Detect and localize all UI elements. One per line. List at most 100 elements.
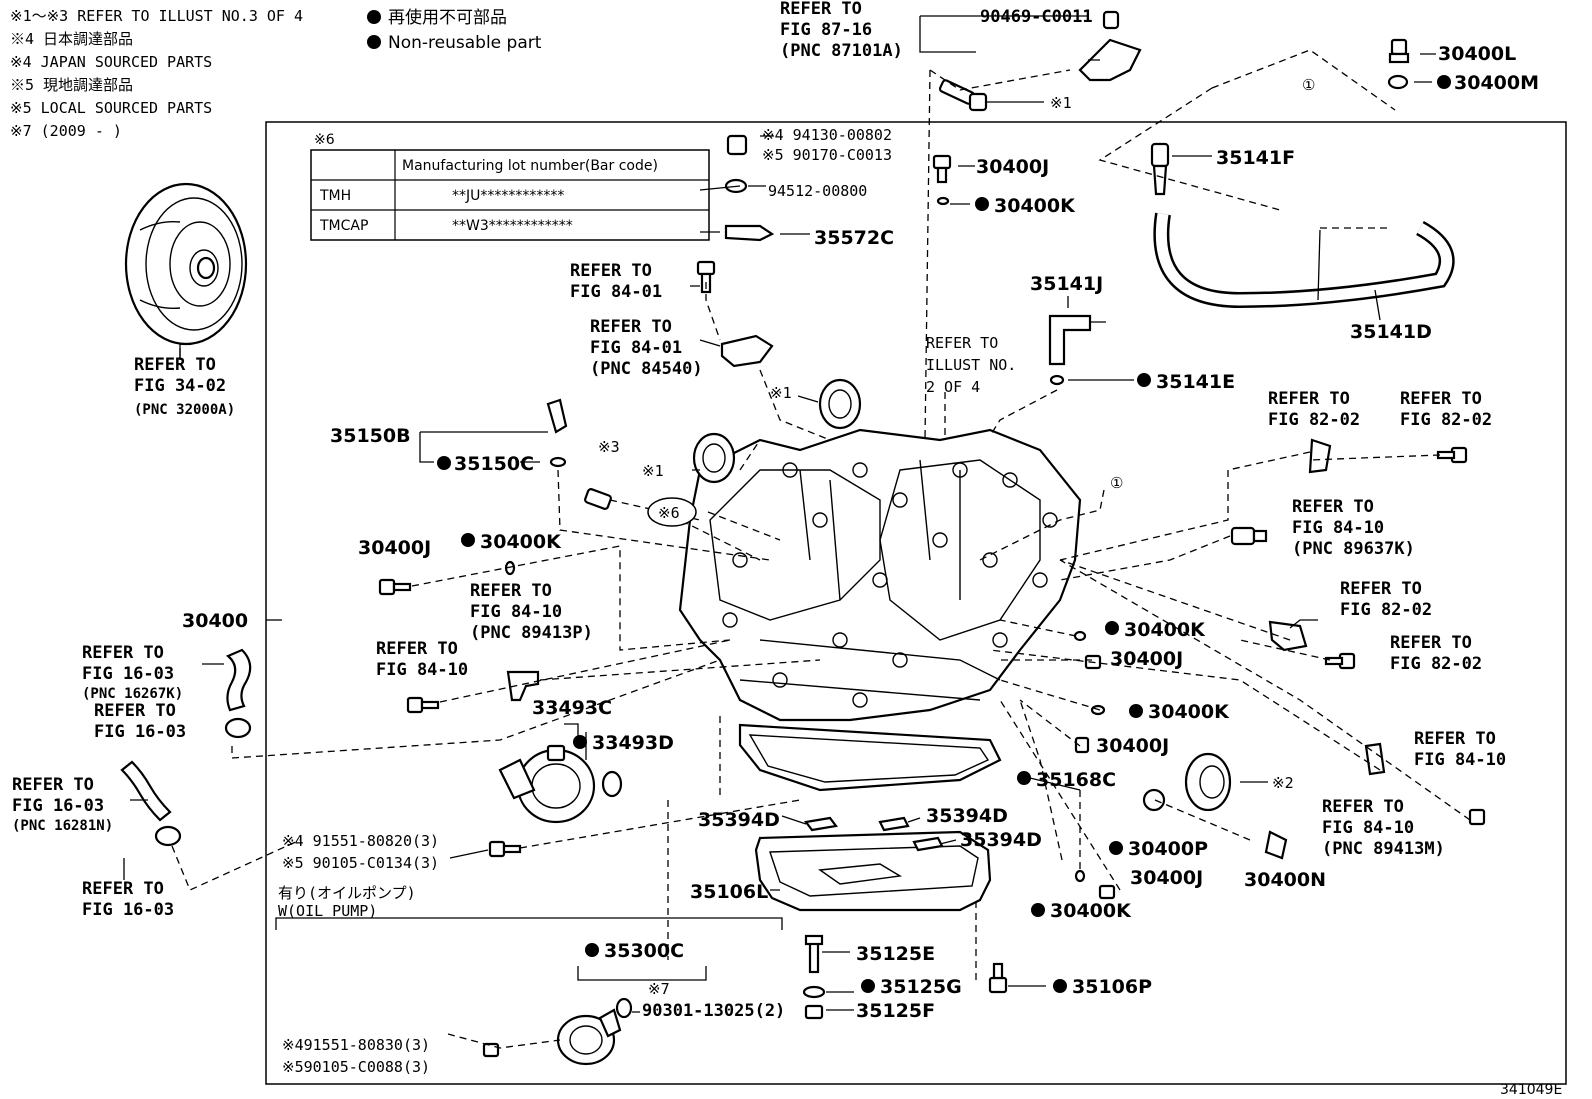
part-number: 30400J [1110,648,1183,670]
part-number: 90301-13025(2) [642,1001,785,1021]
refer-label: REFER TO [780,0,862,19]
refer-label: FIG 16-03 [82,664,174,684]
part-number: 35106P [1072,976,1152,998]
part-number: 35106L [690,881,768,903]
part-number: 35572C [814,227,894,249]
notes-block: ※1～※3 REFER TO ILLUST NO.3 OF 4 ※4 日本調達部… [10,7,303,140]
note-6: ※7 (2009 - ) [10,122,122,140]
part-number: ※5 90170-C0013 [762,146,892,164]
part-number: 35141J [1030,273,1103,295]
part-number: 35300C [604,940,684,962]
refer-label: REFER TO [1390,633,1472,653]
refer-label: (PNC 84540) [590,359,703,379]
part-number: 35125E [856,943,935,965]
mark-label: ※2 [1272,774,1294,792]
part-number: 30400K [480,531,562,553]
refer-label: ILLUST NO. [926,356,1016,374]
part-number: 90469-C0011 [980,7,1093,27]
refer-label: FIG 16-03 [12,796,104,816]
part-number: 94512-00800 [768,182,867,200]
refer-label: REFER TO [1292,497,1374,517]
part-number: 35394D [960,829,1042,851]
mark-label: ※7 [648,980,670,998]
refer-label: FIG 82-02 [1390,654,1482,674]
refer-label: FIG 16-03 [94,722,186,742]
table-row-code: **JU************ [452,188,564,204]
oil-pump [556,1008,622,1066]
mark-label: ※3 [598,438,620,456]
oil-pump-en: W(OIL PUMP) [278,902,377,920]
refer-label: REFER TO [1414,729,1496,749]
part-number: 30400P [1128,838,1208,860]
mark-label: ※1 [642,462,664,480]
refer-label: (PNC 89413M) [1322,839,1445,859]
refer-label: (PNC 32000A) [134,402,235,418]
refer-label: FIG 34-02 [134,376,226,396]
refer-label: (PNC 16267K) [82,686,183,702]
refer-label: FIG 84-01 [570,282,662,302]
legend: 再使用不可部品 Non-reusable part [367,7,542,53]
bullet-icon [367,35,381,49]
table-header: Manufacturing lot number(Bar code) [402,158,658,174]
refer-label: REFER TO [82,643,164,663]
part-number: ※5 90105-C0134(3) [282,854,439,872]
mark-label: ① [1110,474,1123,492]
part-number: 35125G [880,976,962,998]
oil-cooler-hoses [120,648,252,847]
refer-label: 2 OF 4 [926,378,980,396]
refer-label: FIG 84-10 [1292,518,1384,538]
part-number: 35141E [1156,371,1235,393]
part-number: ※491551-80830(3) [282,1036,430,1054]
refer-label: REFER TO [134,355,216,375]
part-number: 30400J [976,156,1049,178]
refer-label: REFER TO [376,639,458,659]
refer-label: REFER TO [12,775,94,795]
part-number: 35394D [926,805,1008,827]
figure-id: 341049E [1500,1082,1562,1098]
refer-label: FIG 82-02 [1400,410,1492,430]
part-number: 30400N [1244,869,1326,891]
part-number: 30400K [1124,619,1206,641]
bullet-icon [367,10,381,24]
oil-pump-jp: 有り(オイルポンプ) [278,884,416,902]
refer-label: (PNC 87101A) [780,41,903,61]
legend-jp: 再使用不可部品 [388,7,507,28]
part-number: 33493C [532,697,612,719]
note-4: ※5 現地調達部品 [10,76,133,94]
refer-label: REFER TO [1268,389,1350,409]
refer-label: FIG 82-02 [1340,600,1432,620]
part-number: ※590105-C0088(3) [282,1058,430,1076]
refer-label: REFER TO [94,701,176,721]
refer-label: FIG 84-10 [1414,750,1506,770]
refer-label: FIG 87-16 [780,20,872,40]
transaxle-housing [678,428,1082,722]
note-2: ※4 日本調達部品 [10,30,133,48]
refer-label: FIG 84-10 [470,602,562,622]
part-number: 30400L [1438,43,1516,65]
part-number: 30400J [358,537,431,559]
note-1: ※1～※3 REFER TO ILLUST NO.3 OF 4 [10,7,303,25]
part-number: ※4 94130-00802 [762,126,892,144]
part-number: 30400J [1096,735,1169,757]
torque-converter [124,182,248,360]
part-number: 35168C [1036,769,1116,791]
mark-label: ※1 [1050,94,1072,112]
part-number: 30400J [1130,867,1203,889]
part-number: 35125F [856,1000,935,1022]
refer-label: REFER TO [1400,389,1482,409]
refer-label: (PNC 89413P) [470,623,593,643]
note-5: ※5 LOCAL SOURCED PARTS [10,99,212,117]
part-number: 30400K [1050,900,1132,922]
refer-label: FIG 16-03 [82,900,174,920]
refer-label: REFER TO [570,261,652,281]
table-row-code: **W3************ [452,218,573,234]
part-number: 30400M [1454,72,1539,94]
note-3: ※4 JAPAN SOURCED PARTS [10,53,212,71]
refer-label: REFER TO [590,317,672,337]
vacuum-pump [498,744,596,824]
part-number: 35141F [1216,147,1295,169]
callout-labels: REFER TO FIG 87-16 (PNC 87101A) 90469-C0… [12,0,1562,1098]
diagram-frame [265,121,1567,1085]
table-row-plant: TMCAP [319,218,368,234]
